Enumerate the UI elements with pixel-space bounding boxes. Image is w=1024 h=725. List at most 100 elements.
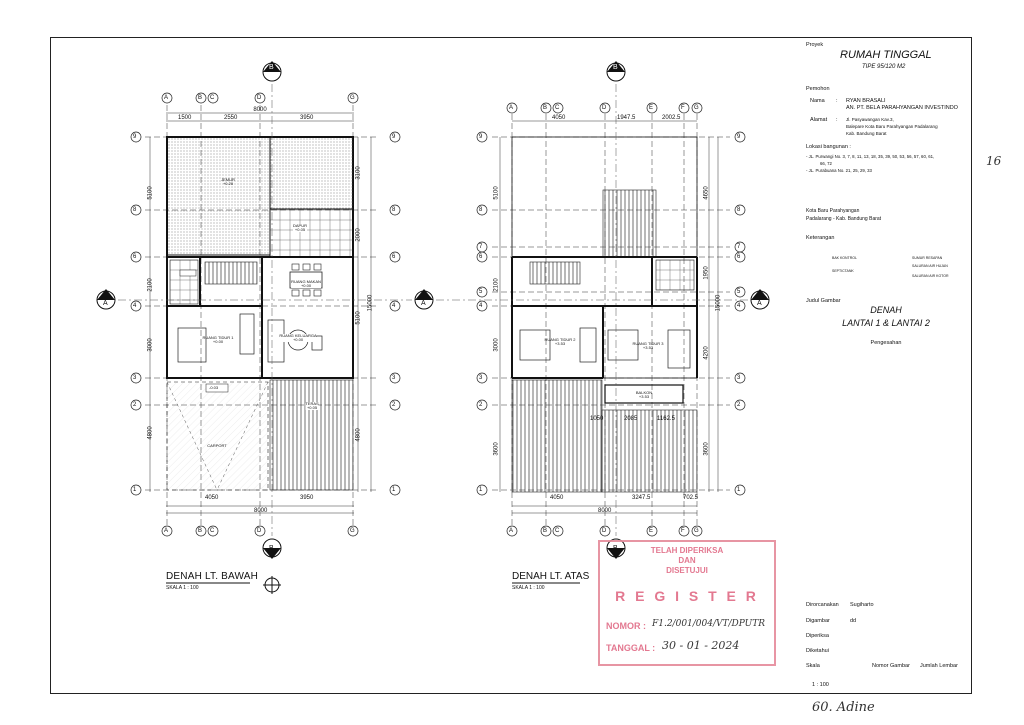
plan1-grid-1-right: 1	[392, 487, 396, 493]
plan2-grid-row-right: 1	[737, 487, 741, 493]
section-b-label: B	[613, 545, 618, 552]
plan2-grid-row-right: 8	[737, 207, 741, 213]
approval-label: Pengesahan	[870, 340, 902, 346]
address-label: Alamat	[810, 117, 828, 123]
legend-septictank: SEPTICTANK	[832, 269, 854, 273]
plan2-grid-row-right: 3	[737, 375, 741, 381]
project-title: RUMAH TINGGAL	[840, 49, 932, 61]
name-label: Nama	[810, 98, 825, 104]
drawn-label: Digambar	[806, 618, 830, 624]
plan1-grid-a-bottom: A	[164, 528, 169, 534]
room-label: CARPORT	[207, 443, 227, 448]
sheet-total-label: Jumlah Lembar	[920, 663, 958, 669]
plan1-dim-left: 4800	[147, 426, 154, 440]
designed-value: Sugiharto	[850, 602, 874, 608]
plan1-grid-9-right: 9	[392, 134, 396, 140]
plan1-grid-8-right: 8	[392, 207, 396, 213]
plan1-grid-8: 8	[133, 207, 137, 213]
plan2-grid-g-bottom: G	[694, 528, 699, 534]
plan2-grid-row-right: 7	[737, 244, 741, 250]
plan2-grid-row: 3	[479, 375, 483, 381]
plan2-grid-row-right: 2	[737, 402, 741, 408]
drawing-title-1: DENAH	[870, 305, 902, 315]
plan2-dim-left: 3600	[493, 442, 500, 456]
address-separator: :	[836, 117, 838, 123]
approval-stamp: TELAH DIPERIKSA DAN DISETUJUI R E G I S …	[598, 540, 776, 666]
plan1-grid-d: D	[257, 95, 262, 101]
plan1-grid-3-right: 3	[392, 375, 396, 381]
stamp-line: DISETUJUI	[666, 566, 708, 575]
plan1-dim-bottom-total: 8000	[254, 508, 268, 514]
location-line: - JL. Purwangi No. 3, 7, 8, 11, 13, 18, …	[806, 154, 935, 159]
plan2-grid-f: F	[681, 105, 685, 111]
address-line: Balepare Kota Baru Parahyangan Padalaran…	[846, 124, 938, 129]
legend-sumur: SUMUR RESAPAN	[912, 256, 943, 260]
notes-label: Keterangan	[806, 235, 835, 241]
plan1-grid-4-right: 4	[392, 303, 396, 309]
plan2-dim-mid: 2085	[624, 416, 638, 422]
stamp-nomor-value: F1.2/001/004/VT/DPUTR	[652, 619, 766, 629]
plan2-grid-row: 6	[479, 254, 483, 260]
plan2-dim-right: 3600	[703, 442, 710, 456]
room-label: RUANG KELUARGA+0.00	[279, 333, 317, 342]
plan2-grid-d: D	[602, 105, 607, 111]
plan2-grid-f-bottom: F	[681, 528, 685, 534]
plan-ground-floor	[96, 61, 434, 594]
plan1-grid-g-bottom: G	[350, 528, 355, 534]
sheet-no-label: Nomor Gambar	[872, 663, 910, 669]
level-tag: -0.03	[209, 385, 219, 390]
address-line: Jl. Pasyawangan Kav.3,	[846, 117, 894, 122]
stamp-register: R E G I S T E R	[615, 588, 759, 604]
room-label: BALKON+3.53	[635, 390, 653, 399]
plan1-dim-right: 2000	[355, 228, 362, 242]
plan1-title: DENAH LT. BAWAH	[166, 571, 259, 582]
plan2-title: DENAH LT. ATAS	[512, 571, 590, 582]
plan2-grid-e: E	[649, 105, 654, 111]
plan1-grid-c-bottom: C	[210, 528, 215, 534]
plan2-grid-row-right: 6	[737, 254, 741, 260]
plan2-grid-e-bottom: E	[649, 528, 654, 534]
plan2-dim-seg: 1947.5	[617, 115, 636, 121]
plan2-dim-seg: 4050	[552, 115, 566, 121]
plan1-grid-b-bottom: B	[198, 528, 203, 534]
plan2-grid-row: 2	[479, 402, 483, 408]
plan1-grid-2-right: 2	[392, 402, 396, 408]
stamp-line: DAN	[678, 556, 696, 565]
section-b-label: B	[613, 64, 618, 71]
drawn-value: dd	[850, 618, 857, 624]
plan1-dim-right: 4800	[355, 428, 362, 442]
plan2-scale: SKALA 1 : 100	[512, 585, 545, 591]
legend-air-hujan: SALURAN AIR HUJAN	[912, 264, 948, 268]
plan1-dim-seg: 1500	[178, 115, 192, 121]
scale-label: Skala	[806, 663, 820, 669]
section-b-label: B	[269, 545, 274, 552]
drawing-title-label: Judul Gambar	[806, 298, 841, 304]
plan1-dim-left: 3000	[147, 338, 154, 352]
stamp-tanggal-value: 30 - 01 - 2024	[662, 639, 740, 652]
stamp-nomor-label: NOMOR :	[606, 621, 646, 631]
plan1-grid-d-bottom: D	[257, 528, 262, 534]
section-b-label: B	[269, 64, 274, 71]
plan1-grid-6: 6	[133, 254, 137, 260]
plan1-grid-1: 1	[133, 487, 137, 493]
plan1-dim-seg: 2550	[224, 115, 238, 121]
plan1-dim-right: 3100	[355, 166, 362, 180]
plan1-grid-9: 9	[133, 134, 137, 140]
legend-bak-kontrol: BAK KONTROL	[832, 256, 857, 260]
legend-air-kotor: SALURAN AIR KOTOR	[912, 274, 949, 278]
plan2-grid-row: 7	[479, 244, 483, 250]
plan2-grid-row: 1	[479, 487, 483, 493]
plan2-grid-a-bottom: A	[509, 528, 514, 534]
plan2-grid-a: A	[509, 105, 514, 111]
plan1-grid-4: 4	[133, 303, 137, 309]
plan-upper-floor	[436, 61, 770, 584]
plan1-grid-3: 3	[133, 375, 137, 381]
plan2-dim-mid: 1050	[590, 416, 604, 422]
plan1-dim-top-total: 8000	[253, 107, 267, 113]
section-a-label: A	[757, 300, 762, 307]
owner-label: Pemohon	[806, 86, 830, 92]
location-line: - JL. Purabuana No. 21, 25, 29, 33	[806, 168, 872, 173]
room-label: RUANG TIDUR 1+0.00	[202, 335, 234, 344]
plan1-dim-seg: 3950	[300, 495, 314, 501]
name-value-company: AN. PT. BELA PARAHYANGAN INVESTINDO	[846, 105, 958, 111]
